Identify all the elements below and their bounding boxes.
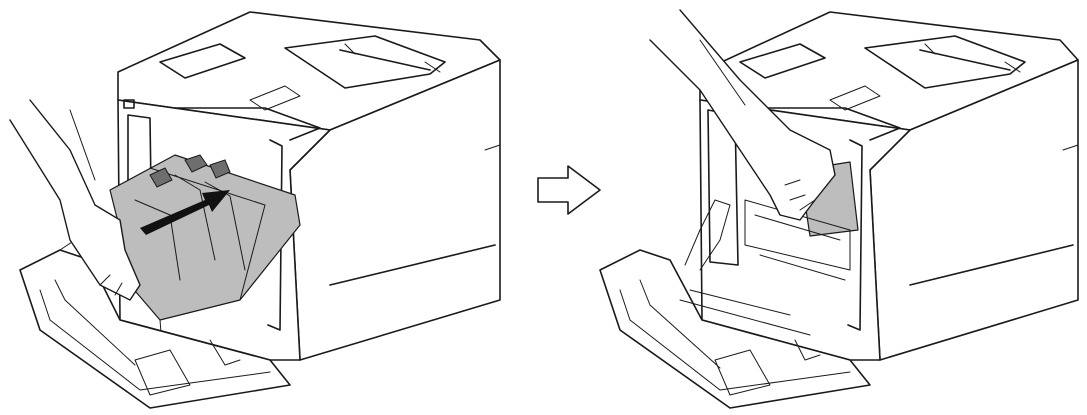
hand-right [649,9,836,221]
output-tray-right [864,35,1026,89]
step-arrow-icon [537,165,601,215]
output-tray-left [284,35,446,89]
push-direction-arrow [140,190,230,235]
printer-left [9,11,501,409]
front-cover-left [19,249,291,409]
power-button-icon [123,99,135,109]
printer-right [599,9,1079,409]
hand-left [9,99,141,301]
control-panel-left [159,43,246,79]
front-cover-right [599,249,871,409]
control-panel-right [739,43,826,79]
